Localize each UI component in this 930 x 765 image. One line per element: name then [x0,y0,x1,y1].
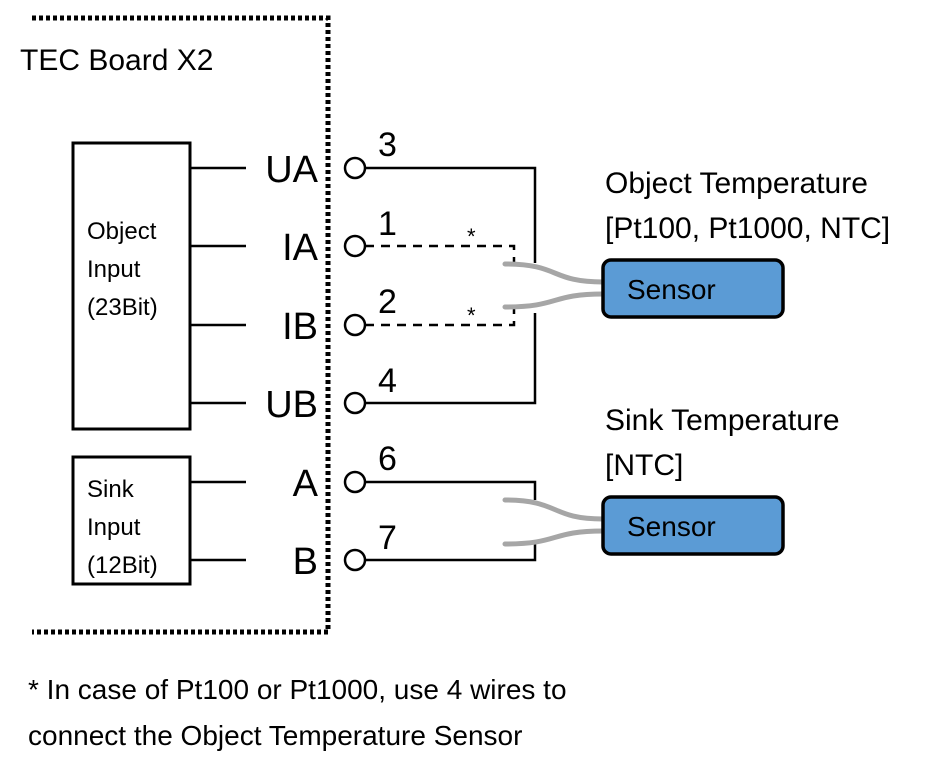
object-sensor-title: Object Temperature [605,167,868,200]
terminal-circle-ia [343,234,367,258]
board-title: TEC Board X2 [20,44,213,77]
pin-number-2: 2 [378,283,397,321]
terminal-label-a: A [293,463,319,505]
asterisk-ib: * [467,303,476,328]
sink-input-label-1: Sink [87,476,135,503]
terminal-circle-ub [343,391,367,415]
pin-number-1: 1 [378,205,397,243]
terminal-circle-b [343,548,367,572]
terminal-label-ib: IB [282,306,318,348]
sink-input-label-3: (12Bit) [87,552,158,579]
object-sensor-leads [502,261,606,310]
sink-sensor-box [601,495,785,556]
terminal-circle-a [343,470,367,494]
object-input-block [71,141,192,431]
object-input-label-1: Object [87,218,157,245]
terminal-label-b: B [293,541,318,583]
footnote-line-1: * In case of Pt100 or Pt1000, use 4 wire… [28,674,567,705]
object-sensor-box [601,258,785,319]
asterisk-ia: * [467,224,476,249]
object-input-label-3: (23Bit) [87,294,158,321]
object-input-label-2: Input [87,256,141,283]
object-sensor-types: [Pt100, Pt1000, NTC] [605,212,890,245]
pin-number-6: 6 [378,440,397,478]
object-voltage-wiring [365,166,537,405]
sink-sensor-types: [NTC] [605,449,683,482]
sink-sensor-leads [502,497,606,547]
sink-input-label-2: Input [87,514,141,541]
sink-sensor-title: Sink Temperature [605,404,840,437]
object-current-wiring [365,244,516,327]
sink-wiring [365,480,537,562]
board-boundary [32,15,331,635]
sink-sensor-label: Sensor [627,511,716,542]
input-leads [190,166,246,562]
pin-number-3: 3 [378,126,397,164]
terminal-label-ua: UA [265,149,318,191]
terminal-circle-ib [343,313,367,337]
terminal-circles [343,156,367,572]
pin-number-4: 4 [378,362,397,400]
terminal-label-ub: UB [265,384,318,426]
terminal-label-ia: IA [282,227,319,269]
pin-number-7: 7 [378,519,397,557]
terminal-circle-ua [343,156,367,180]
object-sensor-label: Sensor [627,274,716,305]
sink-input-block [71,455,192,586]
footnote-line-2: connect the Object Temperature Sensor [28,720,522,751]
